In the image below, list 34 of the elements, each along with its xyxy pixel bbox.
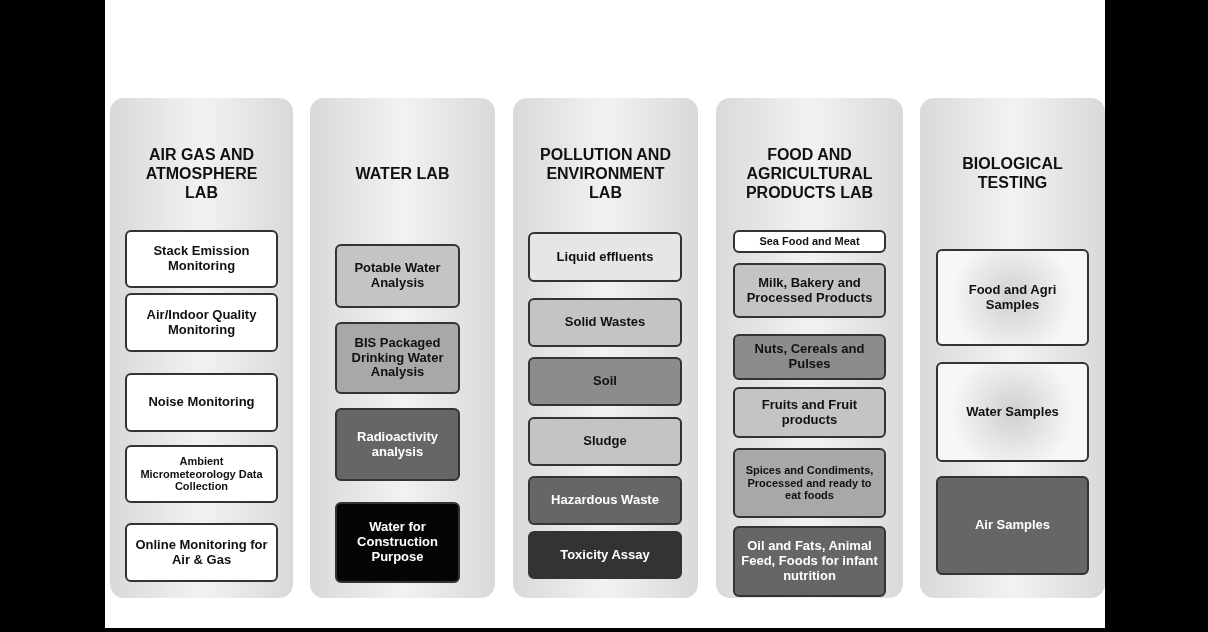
column-heading: BIOLOGICAL TESTING: [961, 154, 1064, 193]
test-category-box: Soil: [528, 357, 682, 406]
test-category-box: Air Samples: [936, 476, 1089, 575]
test-category-box: Spices and Condiments, Processed and ready to eat foods: [733, 448, 886, 518]
test-category-box: Potable Water Analysis: [335, 244, 460, 308]
lab-column-panel: [920, 98, 1105, 598]
column-heading: FOOD AND AGRICULTURAL PRODUCTS LAB: [744, 144, 875, 203]
lab-column-panel: [716, 98, 903, 598]
test-category-box: Hazardous Waste: [528, 476, 682, 525]
lab-column-panel: [513, 98, 698, 598]
test-category-box: Water Samples: [936, 362, 1089, 462]
test-category-box: Liquid effluents: [528, 232, 682, 282]
test-category-box: Food and Agri Samples: [936, 249, 1089, 346]
column-heading: WATER LAB: [354, 163, 451, 184]
test-category-box: BIS Packaged Drinking Water Analysis: [335, 322, 460, 394]
test-category-box: Sludge: [528, 417, 682, 466]
test-category-box: Water for Construction Purpose: [335, 502, 460, 583]
test-category-box: Solid Wastes: [528, 298, 682, 347]
test-category-box: Sea Food and Meat: [733, 230, 886, 253]
test-category-box: Nuts, Cereals and Pulses: [733, 334, 886, 380]
test-category-box: Online Monitoring for Air & Gas: [125, 523, 278, 582]
test-category-box: Milk, Bakery and Processed Products: [733, 263, 886, 318]
test-category-box: Stack Emission Monitoring: [125, 230, 278, 288]
test-category-box: Toxicity Assay: [528, 531, 682, 579]
lab-column-panel: [310, 98, 495, 598]
test-category-box: Radioactivity analysis: [335, 408, 460, 481]
test-category-box: Ambient Micrometeorology Data Collection: [125, 445, 278, 503]
column-heading: POLLUTION AND ENVIRONMENT LAB: [539, 144, 672, 203]
test-category-box: Noise Monitoring: [125, 373, 278, 432]
lab-column-panel: [110, 98, 293, 598]
test-category-box: Air/Indoor Quality Monitoring: [125, 293, 278, 352]
test-category-box: Oil and Fats, Animal Feed, Foods for infant nutrition: [733, 526, 886, 597]
column-heading: AIR GAS AND ATMOSPHERE LAB: [144, 144, 259, 203]
test-category-box: Fruits and Fruit products: [733, 387, 886, 438]
